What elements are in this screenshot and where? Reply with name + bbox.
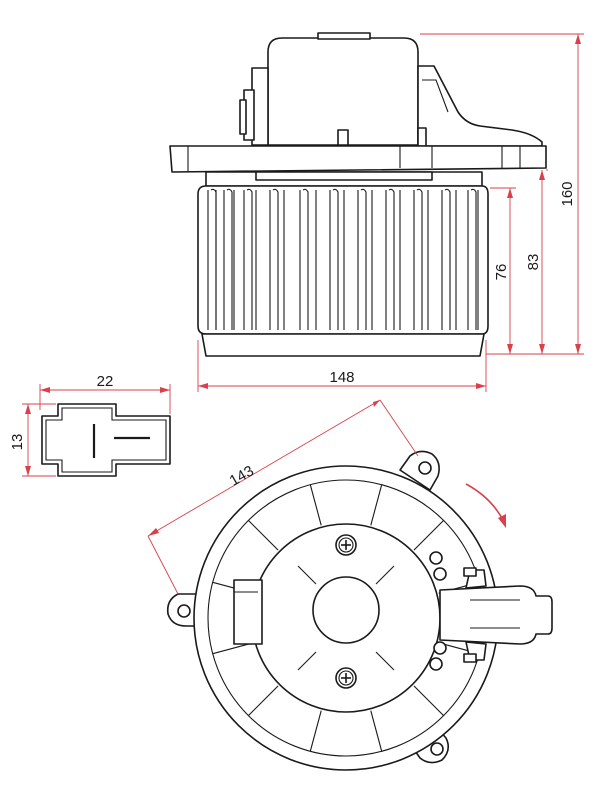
dimension-148: 148 — [197, 340, 487, 392]
dimension-22: 22 — [39, 373, 171, 414]
dimension-143-label: 143 — [227, 462, 257, 489]
wheel-blade-edge — [416, 188, 423, 330]
housing-rib — [309, 484, 322, 526]
housing-rib — [413, 520, 444, 551]
dimension-148-label: 148 — [329, 369, 354, 386]
wheel-blade-edge — [444, 188, 451, 330]
blower-wheel — [197, 185, 489, 357]
dimension-13: 13 — [9, 403, 56, 477]
motor-connector — [429, 551, 553, 671]
mounting-ear-left — [166, 593, 201, 627]
dimension-83: 83 — [525, 169, 548, 354]
housing-ribs — [212, 484, 480, 752]
wheel-blade-edge — [470, 188, 477, 330]
dimension-76-label: 76 — [493, 264, 510, 281]
screw-top — [335, 534, 357, 556]
wheel-blade-edge — [246, 188, 253, 330]
wheel-blade-edge — [332, 188, 339, 330]
dimension-160: 160 — [420, 33, 584, 355]
bottom-view — [166, 450, 553, 771]
housing-rib — [370, 710, 383, 752]
clockwise-arrow-icon — [465, 483, 506, 528]
screw-bottom — [335, 667, 357, 689]
dimension-76: 76 — [490, 187, 516, 354]
connector-view — [41, 403, 171, 477]
shaft-hub — [312, 576, 380, 644]
left-bracket — [233, 579, 263, 645]
housing-rib — [413, 685, 444, 716]
dimension-13-label: 13 — [9, 434, 26, 451]
dimension-160-label: 160 — [559, 181, 576, 206]
mounting-flange — [169, 145, 547, 187]
wheel-blade-edge — [226, 188, 233, 330]
wheel-blade-edge — [388, 188, 395, 330]
wheel-blade-edge — [302, 188, 309, 330]
housing-rib — [370, 484, 383, 526]
housing-rib — [309, 710, 322, 752]
wheel-blade-edge — [272, 188, 279, 330]
side-view — [169, 32, 547, 357]
mounting-ear-top-right — [399, 450, 440, 491]
motor-housing — [239, 32, 543, 147]
wheel-blades — [207, 188, 479, 330]
motor-plate-slots — [297, 565, 395, 671]
wheel-blade-edge — [360, 188, 367, 330]
housing-rib — [248, 685, 279, 716]
housing-rib — [248, 520, 279, 551]
dimension-22-label: 22 — [97, 373, 114, 390]
dimension-83-label: 83 — [525, 254, 542, 271]
